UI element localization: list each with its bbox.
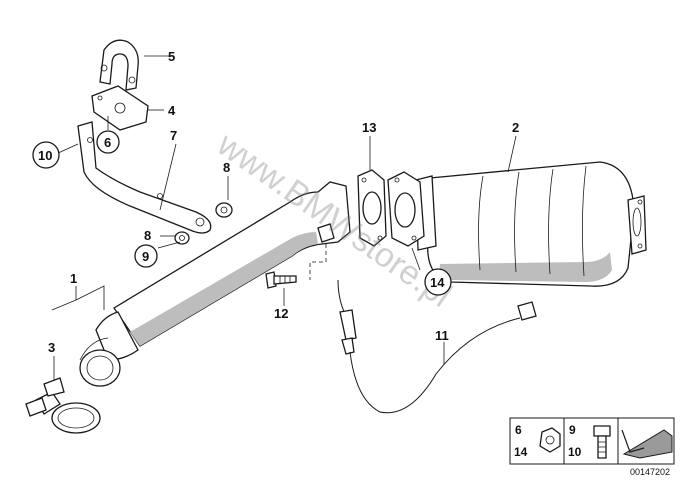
rubber-mount <box>91 85 149 131</box>
bolt-icon <box>593 425 611 459</box>
oxygen-sensor <box>309 223 537 414</box>
label-10: 10 <box>38 148 52 163</box>
label-10-circle <box>32 141 60 169</box>
label-11: 11 <box>435 328 449 343</box>
exhaust-front-pipe <box>79 181 351 387</box>
label-8-upper: 8 <box>223 160 230 175</box>
label-13: 13 <box>362 120 376 135</box>
label-8-lower: 8 <box>144 228 151 243</box>
label-7: 7 <box>170 128 177 143</box>
label-6-circle <box>96 130 120 154</box>
flange-gasket-14 <box>387 171 425 247</box>
label-9-circle <box>134 244 158 268</box>
legend-9: 9 <box>569 423 576 437</box>
legend-6: 6 <box>515 423 522 437</box>
label-4: 4 <box>168 103 176 118</box>
washer-upper <box>215 202 233 218</box>
support-bracket <box>77 121 212 234</box>
label-6: 6 <box>104 135 111 150</box>
legend-10: 10 <box>568 445 582 459</box>
legend-14: 14 <box>514 445 528 459</box>
hex-bolt <box>265 271 297 289</box>
catalytic-converter <box>415 161 647 287</box>
leader-lines <box>51 55 517 380</box>
pipe-clamp <box>25 377 101 434</box>
part-labels: 1 2 3 4 5 6 7 8 8 9 10 11 12 13 14 <box>32 49 519 355</box>
label-5: 5 <box>168 49 175 64</box>
label-3: 3 <box>48 340 55 355</box>
retaining-clip <box>99 39 139 91</box>
hex-nut-icon <box>539 427 561 453</box>
label-2: 2 <box>512 120 519 135</box>
diagram-code: 00147202 <box>630 467 670 477</box>
label-14-circle <box>424 268 452 296</box>
gasket-13 <box>357 169 387 247</box>
parts-legend: 6 14 9 10 00147202 <box>509 417 675 477</box>
label-12: 12 <box>274 306 288 321</box>
washer-lower <box>174 231 190 245</box>
label-9: 9 <box>142 249 149 264</box>
label-1: 1 <box>70 271 77 286</box>
label-14: 14 <box>430 275 445 290</box>
direction-arrow-icon <box>621 429 673 459</box>
